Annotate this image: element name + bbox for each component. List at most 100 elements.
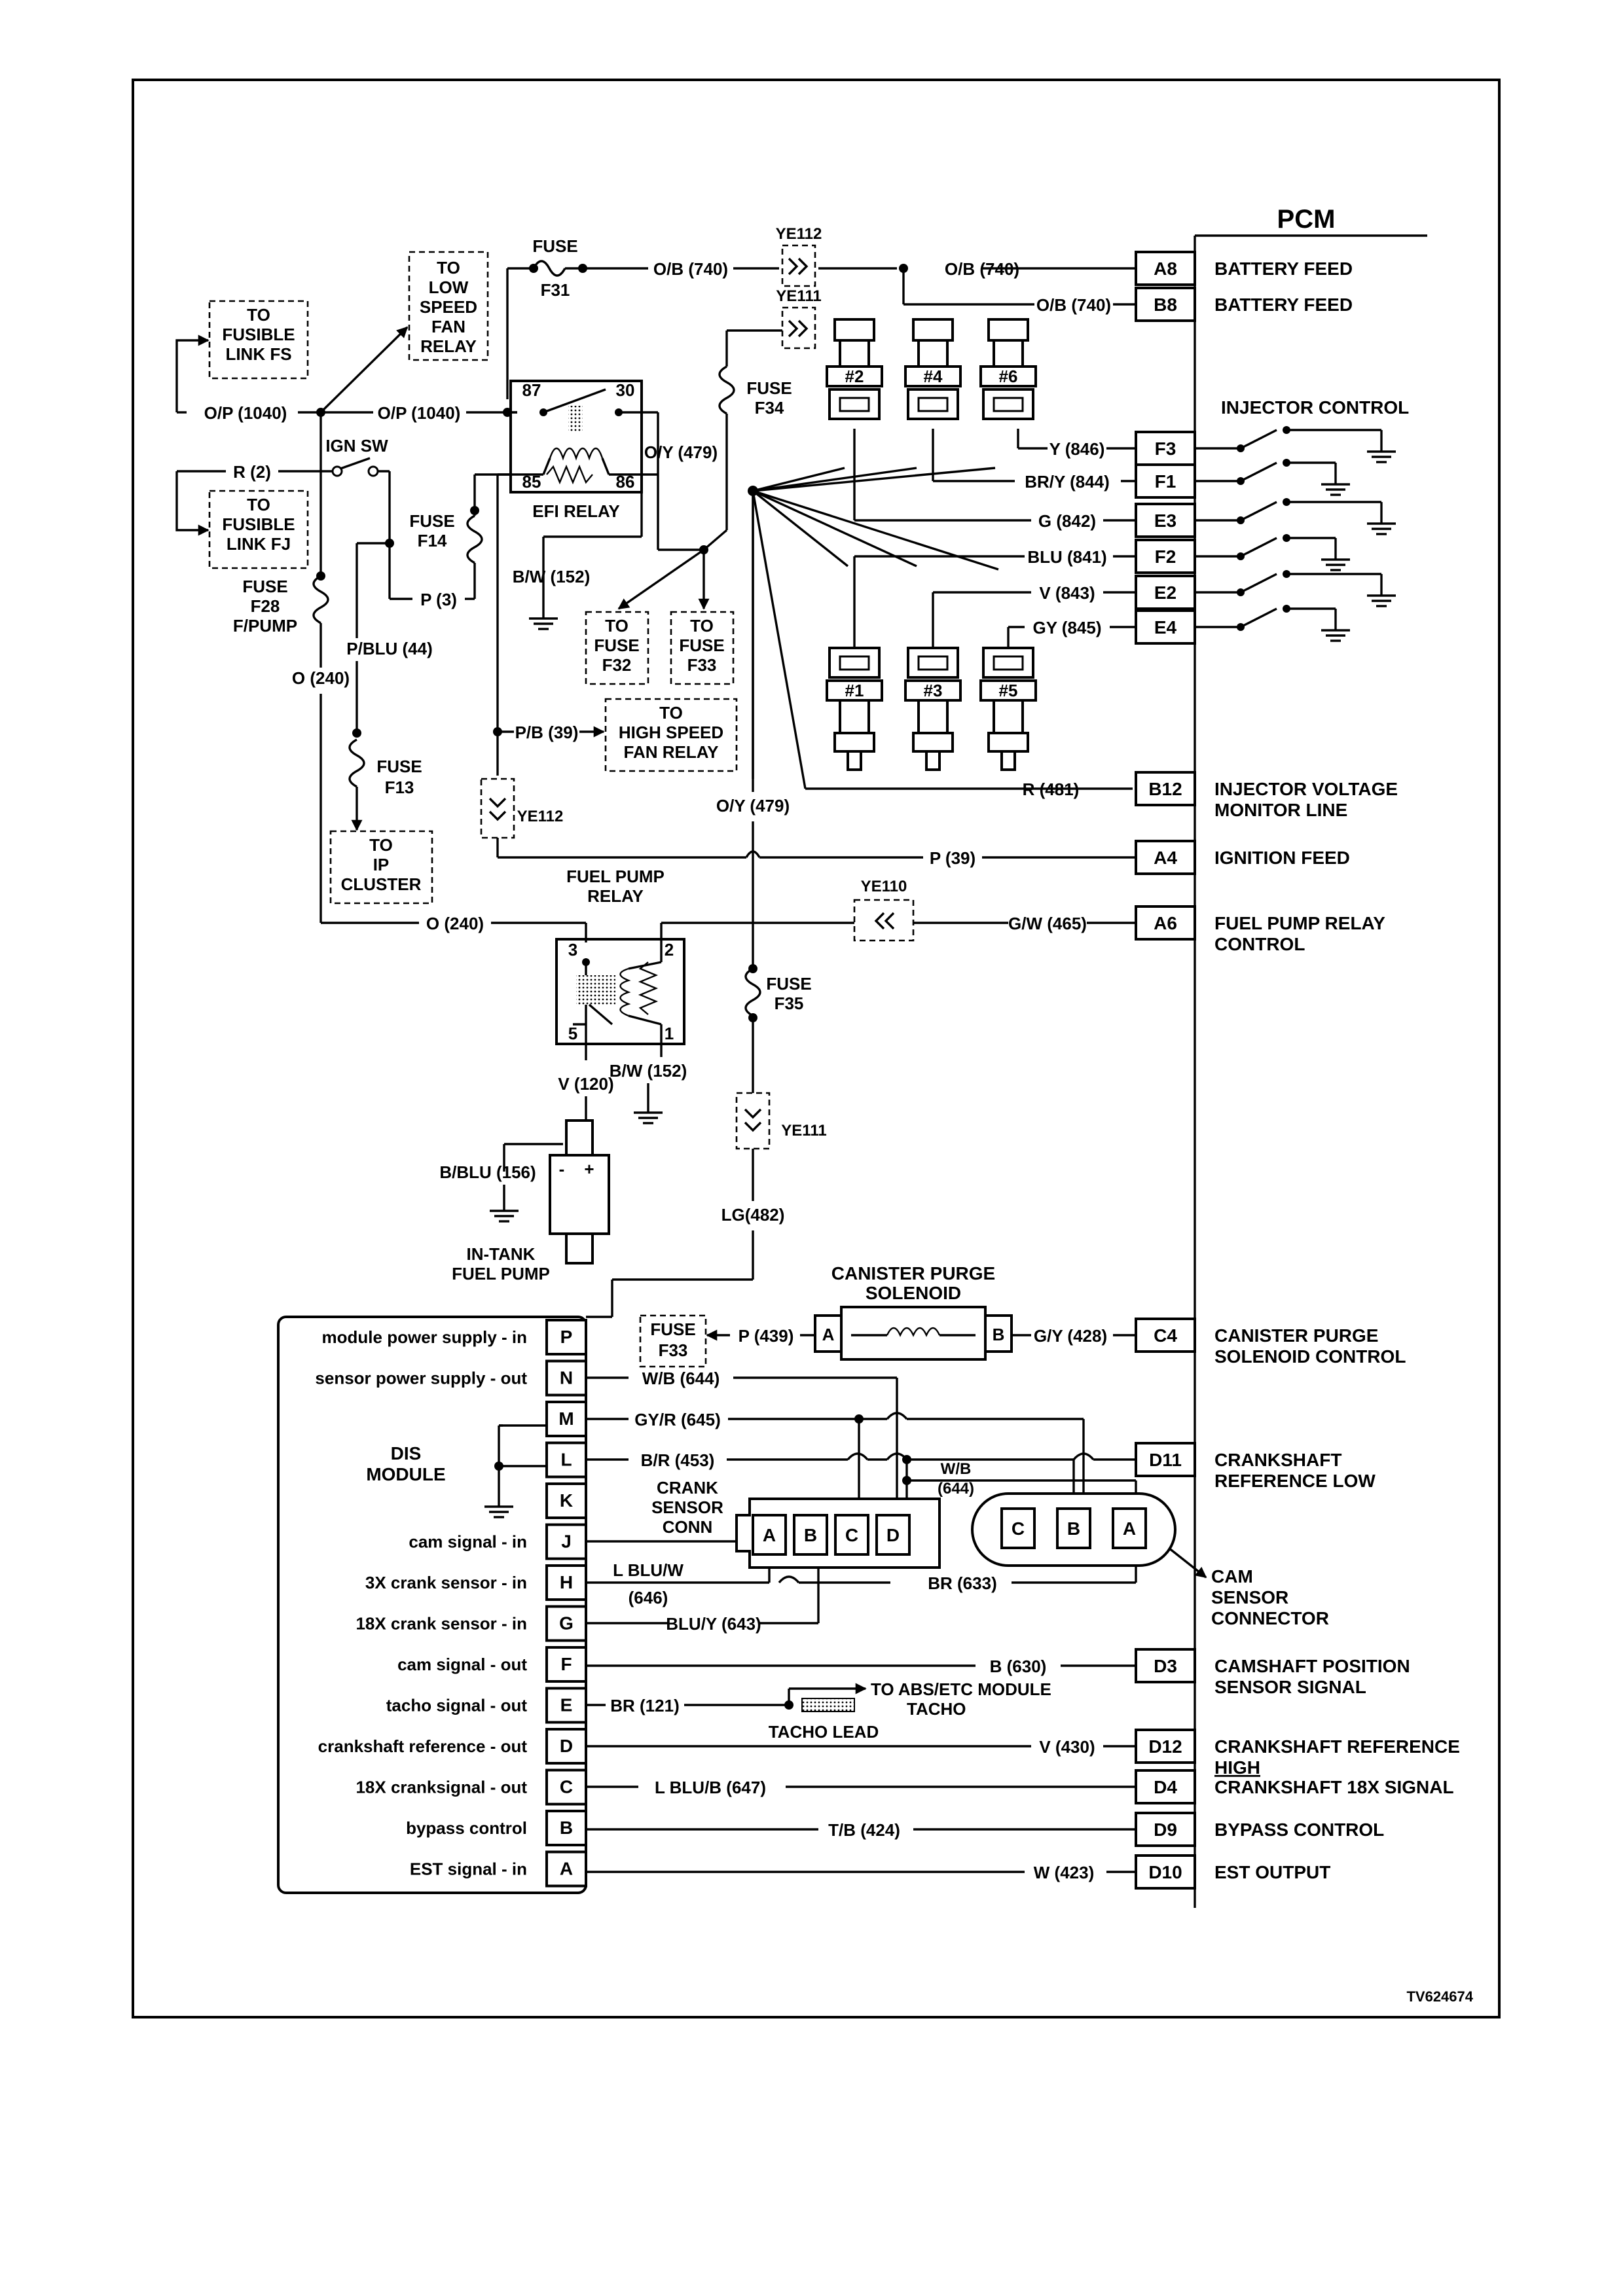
dis-pin-id: M (558, 1408, 574, 1429)
pcm-pin-box (1135, 539, 1196, 574)
fuel-pump-motor-label-2: FUEL PUMP (452, 1264, 550, 1283)
wire-o240-a: O (240) (292, 668, 350, 688)
fuel-injectors: #2#4#6#1#3#5 (826, 318, 1037, 771)
wire-ob740-b: O/B (740) (945, 259, 1019, 279)
wire-p39: P (39) (930, 848, 976, 868)
injector-number: #6 (999, 367, 1018, 386)
fuse-f28-label: FUSE (242, 577, 287, 596)
pcm-pin-label: FUEL PUMP RELAY (1214, 913, 1385, 933)
fusible-fs-to: TO (247, 305, 270, 325)
pcm-pin-id: D4 (1154, 1777, 1177, 1797)
wire-gyr645: GY/R (645) (634, 1410, 721, 1429)
injector: #5 (979, 647, 1037, 771)
tacho-abs: TO ABS/ETC MODULE (871, 1679, 1051, 1699)
cam-title-1: CAM (1211, 1566, 1253, 1587)
to-fuse-f33-to: TO (690, 616, 714, 636)
fuse-f33-small-id: F33 (659, 1340, 688, 1360)
cam-pin-box (1000, 1507, 1036, 1549)
pcm-pin-box (1135, 1442, 1196, 1477)
wire-blu841: BLU (841) (1027, 547, 1106, 567)
fuse-f34-id: F34 (755, 398, 784, 418)
fuse-f13-id: F13 (385, 778, 414, 797)
injector-control-label: INJECTOR CONTROL (1221, 397, 1409, 418)
pcm-pin-label: CANISTER PURGE (1214, 1325, 1378, 1346)
pcm-pin-label: CAMSHAFT POSITION (1214, 1656, 1410, 1676)
injector-connector (907, 388, 959, 420)
to-fuse-f33-id: F33 (687, 655, 717, 675)
pcm-pin-id: E4 (1154, 617, 1177, 637)
to-fuse-f33-fuse: FUSE (679, 636, 724, 655)
dis-pin-id: A (560, 1859, 573, 1879)
injector-cap (987, 318, 1029, 342)
fuse-f28-id: F28 (251, 596, 280, 616)
efi-relay: 87 30 85 86 EFI RELAY O/Y (479) B/W (152… (509, 380, 735, 685)
wire-br121: BR (121) (610, 1696, 679, 1715)
dis-pin-id: D (560, 1736, 573, 1756)
injector: #2 (826, 318, 883, 420)
fpr-pin-3: 3 (568, 940, 577, 960)
wire-gy428: G/Y (428) (1034, 1326, 1107, 1346)
injector: #3 (904, 647, 962, 771)
dis-pin-label: module power supply - in (322, 1327, 527, 1347)
pcm-pin-id: D11 (1149, 1450, 1182, 1470)
tacho-tacho: TACHO (907, 1699, 966, 1719)
injector-nozzle (847, 750, 862, 771)
wire-wb644-c: (644) (938, 1480, 974, 1498)
wire-tb424: T/B (424) (828, 1820, 900, 1840)
pcm-pin-label2: SENSOR SIGNAL (1214, 1677, 1366, 1697)
injector-number: #3 (924, 681, 943, 700)
pcm-pin-id: D9 (1154, 1820, 1177, 1840)
wire-v120: V (120) (558, 1074, 613, 1094)
injector-label-band (904, 365, 962, 387)
fuel-pump-relay-title-2: RELAY (587, 886, 644, 906)
injector-body (839, 339, 870, 368)
fuel-pump-motor: - + B/BLU (156) IN-TANK FUEL PUMP (439, 1119, 610, 1283)
to-fuse-f32-fuse: FUSE (594, 636, 639, 655)
dis-module-title-1: DIS (391, 1443, 422, 1463)
pcm-pin-label2: MONITOR LINE (1214, 800, 1347, 820)
connector-ye112-mid: YE112 (517, 808, 564, 825)
pcm-pin-label2: CONTROL (1214, 934, 1305, 954)
wire-v843: V (843) (1039, 583, 1095, 603)
fuse-f28-sub: F/PUMP (233, 616, 297, 636)
ignition-feed-line: P/B (39) TO HIGH SPEED FAN RELAY YE112 P… (480, 411, 1136, 868)
switch-contact (1237, 444, 1245, 452)
wire-pblu44: P/BLU (44) (346, 639, 432, 658)
injector-terminal (839, 397, 870, 412)
pcm-pin-id: A4 (1154, 848, 1177, 868)
injector-number: #1 (845, 681, 864, 700)
cam-pin-box (1112, 1507, 1147, 1549)
pcm-pin-label2: REFERENCE LOW (1214, 1471, 1376, 1491)
wire-bw152-a: B/W (152) (513, 567, 590, 586)
wire-r2: R (2) (233, 462, 271, 482)
ip-cluster-ip: IP (373, 855, 390, 874)
crank-title-1: CRANK (657, 1478, 718, 1498)
switch-blade (1240, 573, 1277, 594)
pcm-pin-label: INJECTOR VOLTAGE (1214, 779, 1398, 799)
pcm-pin-id: F2 (1155, 547, 1176, 567)
pcm-pin-id: D10 (1148, 1862, 1182, 1882)
ip-cluster-to: TO (369, 835, 393, 855)
wire-wb644-b: W/B (941, 1460, 972, 1478)
injector-number: #2 (845, 367, 864, 386)
connector-ye110: YE110 (861, 878, 907, 895)
connector-ye112-top: YE112 (776, 225, 822, 243)
high-fan-to: TO (659, 703, 683, 723)
wire-oy479-a: O/Y (479) (644, 442, 718, 462)
injector-cap (833, 732, 875, 753)
injector-terminal (993, 655, 1024, 671)
injector-terminal (917, 397, 949, 412)
tacho-lead: TACHO LEAD (769, 1722, 879, 1742)
low-fan-speed: SPEED (420, 297, 477, 317)
wire-br633: BR (633) (928, 1573, 996, 1593)
fuel-pump-relay-title-1: FUEL PUMP (566, 867, 665, 886)
pcm-pin-label: IGNITION FEED (1214, 848, 1350, 868)
wire-g842: G (842) (1038, 511, 1096, 531)
